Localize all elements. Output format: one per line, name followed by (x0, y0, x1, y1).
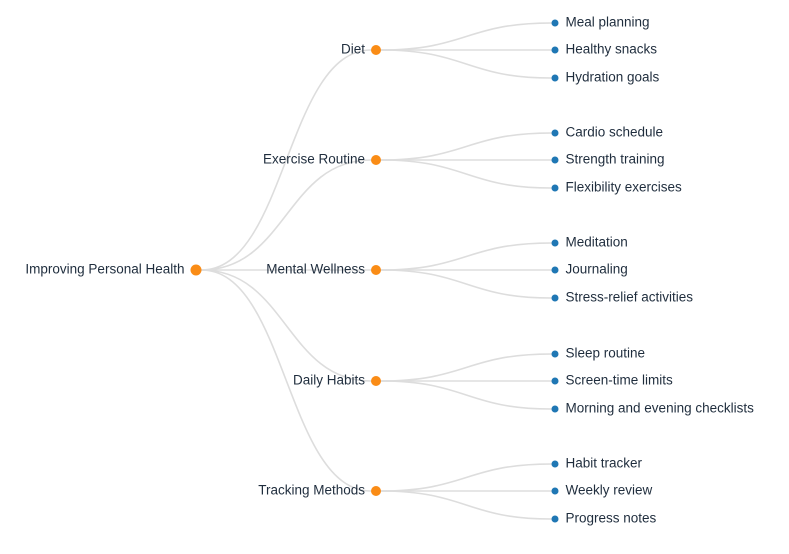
branch-node-label-daily-habits: Daily Habits (293, 373, 365, 388)
link-root-to-daily-habits (200, 269, 372, 382)
root-node-label: Improving Personal Health (25, 262, 184, 277)
leaf-node-dot-journaling[interactable] (551, 266, 559, 274)
leaf-node-label-flexibility-exercises: Flexibility exercises (566, 180, 683, 195)
branch-node-label-diet: Diet (341, 42, 365, 57)
branch-node-dot-diet[interactable] (371, 45, 381, 55)
link-tracking-methods-to-progress-notes (380, 490, 553, 520)
leaf-node-dot-meditation[interactable] (551, 239, 559, 247)
leaf-node-dot-weekly-review[interactable] (551, 487, 559, 495)
link-daily-habits-to-morning-and-evening-checklists (380, 380, 553, 410)
link-mental-wellness-to-meditation (380, 242, 553, 271)
leaf-node-label-stress-relief-activities: Stress-relief activities (566, 290, 694, 305)
leaf-node-dot-flexibility-exercises[interactable] (551, 184, 559, 192)
link-tracking-methods-to-habit-tracker (380, 463, 553, 492)
branch-node-dot-exercise-routine[interactable] (371, 155, 381, 165)
leaf-node-label-meal-planning: Meal planning (566, 15, 650, 30)
branch-node-label-mental-wellness: Mental Wellness (266, 262, 365, 277)
link-mental-wellness-to-stress-relief-activities (380, 269, 553, 299)
branch-node-label-tracking-methods: Tracking Methods (258, 483, 365, 498)
link-root-to-exercise-routine (200, 159, 372, 271)
leaf-node-dot-screen-time-limits[interactable] (551, 377, 559, 385)
link-diet-to-hydration-goals (380, 49, 553, 79)
branch-node-label-exercise-routine: Exercise Routine (263, 152, 365, 167)
link-exercise-routine-to-flexibility-exercises (380, 159, 553, 189)
leaf-node-label-journaling: Journaling (566, 262, 628, 277)
leaf-node-dot-stress-relief-activities[interactable] (551, 294, 559, 302)
leaf-node-dot-habit-tracker[interactable] (551, 460, 559, 468)
leaf-node-label-morning-and-evening-checklists: Morning and evening checklists (566, 401, 755, 416)
link-root-to-diet (200, 49, 372, 271)
root-node-dot[interactable] (190, 264, 202, 276)
leaf-node-dot-meal-planning[interactable] (551, 19, 559, 27)
leaf-node-dot-strength-training[interactable] (551, 156, 559, 164)
leaf-node-label-healthy-snacks: Healthy snacks (566, 42, 658, 57)
branch-node-dot-daily-habits[interactable] (371, 376, 381, 386)
branch-node-dot-mental-wellness[interactable] (371, 265, 381, 275)
leaf-node-label-screen-time-limits: Screen-time limits (566, 373, 674, 388)
link-diet-to-meal-planning (380, 22, 553, 51)
leaf-node-label-sleep-routine: Sleep routine (566, 346, 646, 361)
leaf-node-label-progress-notes: Progress notes (566, 511, 657, 526)
nodes-layer: Improving Personal Health Diet Meal planni… (25, 15, 754, 526)
leaf-node-dot-morning-and-evening-checklists[interactable] (551, 405, 559, 413)
leaf-node-label-cardio-schedule: Cardio schedule (566, 125, 664, 140)
leaf-node-dot-sleep-routine[interactable] (551, 350, 559, 358)
link-daily-habits-to-sleep-routine (380, 353, 553, 382)
branch-node-dot-tracking-methods[interactable] (371, 486, 381, 496)
leaf-node-dot-hydration-goals[interactable] (551, 74, 559, 82)
leaf-node-label-weekly-review: Weekly review (566, 483, 653, 498)
leaf-node-label-meditation: Meditation (566, 235, 628, 250)
leaf-node-label-hydration-goals: Hydration goals (566, 70, 660, 85)
leaf-node-dot-healthy-snacks[interactable] (551, 46, 559, 54)
leaf-node-label-strength-training: Strength training (566, 152, 665, 167)
leaf-node-dot-progress-notes[interactable] (551, 515, 559, 523)
link-root-to-tracking-methods (200, 269, 372, 492)
link-exercise-routine-to-cardio-schedule (380, 132, 553, 161)
leaf-node-label-habit-tracker: Habit tracker (566, 456, 643, 471)
leaf-node-dot-cardio-schedule[interactable] (551, 129, 559, 137)
links-layer (200, 22, 553, 520)
